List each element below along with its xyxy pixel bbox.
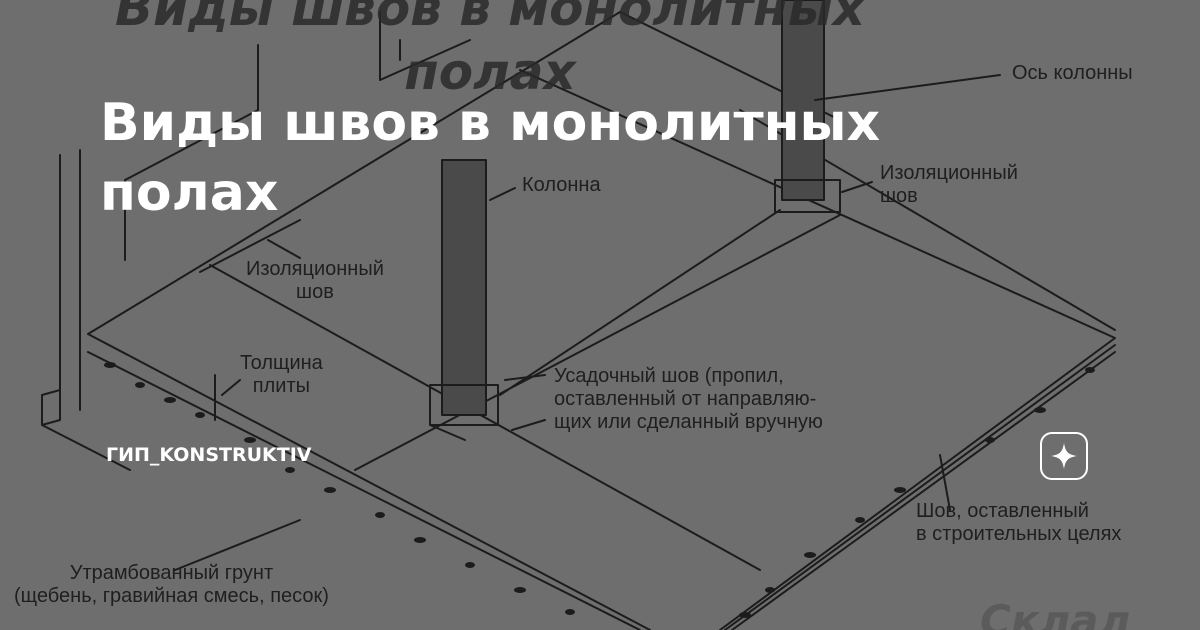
label-column: Колонна	[522, 174, 601, 196]
leader-shrinkage	[504, 374, 546, 431]
leader-soil	[174, 519, 301, 571]
slab-front-edges	[87, 344, 1116, 630]
wall-left	[41, 149, 131, 471]
label-isolation-joint-left: Изоляционный шов	[246, 258, 384, 303]
label-slab-thickness: Толщина плиты	[240, 352, 323, 397]
leader-isolation-right	[841, 181, 873, 193]
leader-thickness	[214, 374, 241, 421]
label-construction-joint: Шов, оставленный в строительных целях	[916, 500, 1122, 545]
label-isolation-joint-right: Изоляционный шов	[880, 162, 1018, 207]
column-near-base	[429, 384, 499, 441]
leader-column-axis	[814, 74, 1001, 101]
gravel-texture	[104, 362, 1095, 618]
leader-construction	[939, 454, 951, 511]
joint-lines	[199, 11, 1116, 571]
leader-column	[489, 187, 516, 201]
label-shrinkage-joint: Усадочный шов (пропил, оставленный от на…	[554, 365, 823, 433]
logo-button[interactable]	[1040, 432, 1088, 480]
leader-isolation-left	[267, 239, 301, 259]
wall-back-steps	[124, 11, 471, 261]
channel-name[interactable]: ГИП_KONSTRUKTIV	[106, 444, 312, 466]
column-near	[441, 159, 487, 416]
page-title: Виды швов в монолитных полах	[100, 93, 881, 223]
slab-outline	[87, 11, 1116, 630]
label-compacted-soil: Утрамбованный грунт (щебень, гравийная с…	[14, 562, 329, 607]
sparkle-star-icon	[1051, 443, 1077, 469]
label-column-axis: Ось колонны	[1012, 62, 1133, 84]
column-far-base	[774, 179, 841, 213]
watermark-logo: Склад	[980, 596, 1133, 630]
diagram-background-title: Виды швов в монолитных полах	[114, 0, 866, 101]
